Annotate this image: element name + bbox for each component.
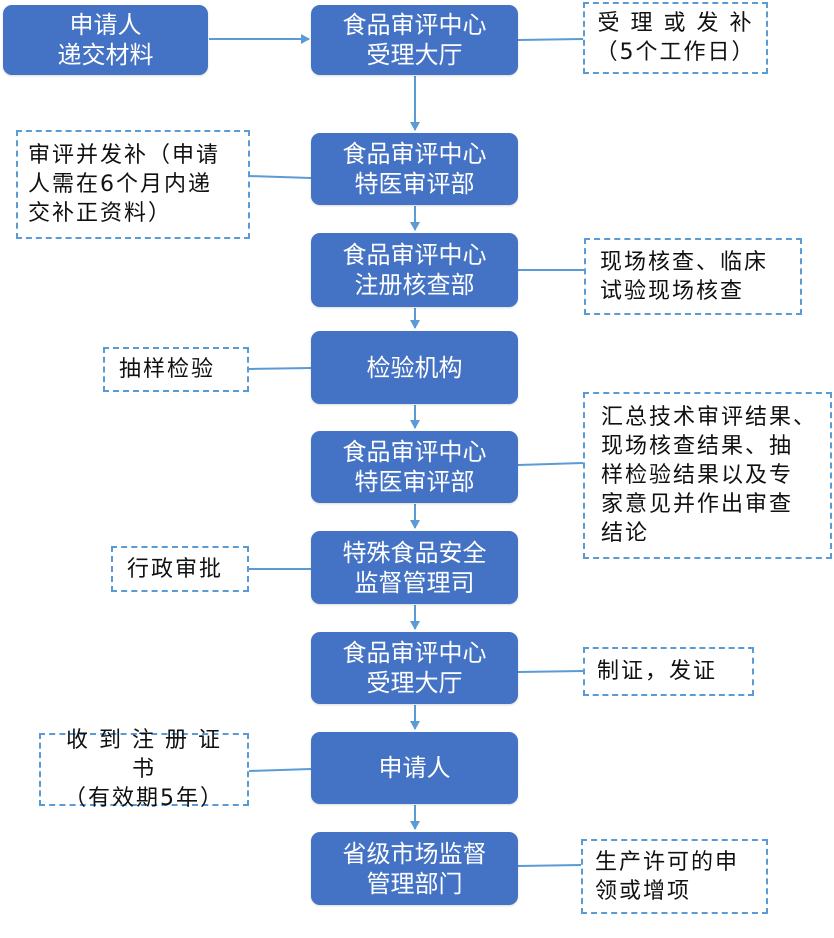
- step-acceptance-hall: 食品审评中心 受理大厅: [311, 5, 518, 75]
- step-special-medical-review: 食品审评中心 特医审评部: [311, 133, 518, 205]
- note-receive-cert: 收 到 注 册 证 书 （有效期5年）: [39, 728, 249, 811]
- connector-accept: [517, 38, 584, 41]
- applicant-submit-box: 申请人 递交材料: [3, 5, 208, 75]
- connector-production-license: [517, 864, 582, 867]
- connector-sampling: [248, 367, 312, 370]
- step-registration-inspection: 食品审评中心 注册核查部: [311, 233, 518, 307]
- step-applicant: 申请人: [311, 732, 518, 804]
- note-accept: 受 理 或 发 补 （5个工作日）: [583, 2, 768, 74]
- note-sampling: 抽样检验: [103, 347, 249, 392]
- connector-review-supplement: [248, 175, 312, 179]
- note-production-license: 生产许可的申 领或增项: [581, 839, 768, 914]
- note-admin-approval: 行政审批: [111, 546, 249, 592]
- step-acceptance-hall-2: 食品审评中心 受理大厅: [311, 632, 518, 704]
- connector-summary: [517, 462, 584, 466]
- step-testing-institution: 检验机构: [311, 331, 518, 404]
- note-onsite-check: 现场核查、临床 试验现场核查: [584, 238, 802, 315]
- note-review-supplement: 审评并发补（申请 人需在6个月内递 交补正资料）: [16, 130, 250, 239]
- note-issue-cert: 制证，发证: [583, 647, 754, 696]
- step-special-medical-review-2: 食品审评中心 特医审评部: [311, 431, 518, 503]
- step-food-safety-department: 特殊食品安全 监督管理司: [311, 531, 518, 604]
- connector-issue-cert: [517, 670, 584, 673]
- connector-receive-cert: [248, 768, 312, 772]
- step-provincial-market-supervision: 省级市场监督 管理部门: [311, 832, 518, 905]
- note-summary: 汇总技术审评结果、 现场核查结果、抽 样检验结果以及专 家意见并作出审查 结论: [583, 392, 832, 559]
